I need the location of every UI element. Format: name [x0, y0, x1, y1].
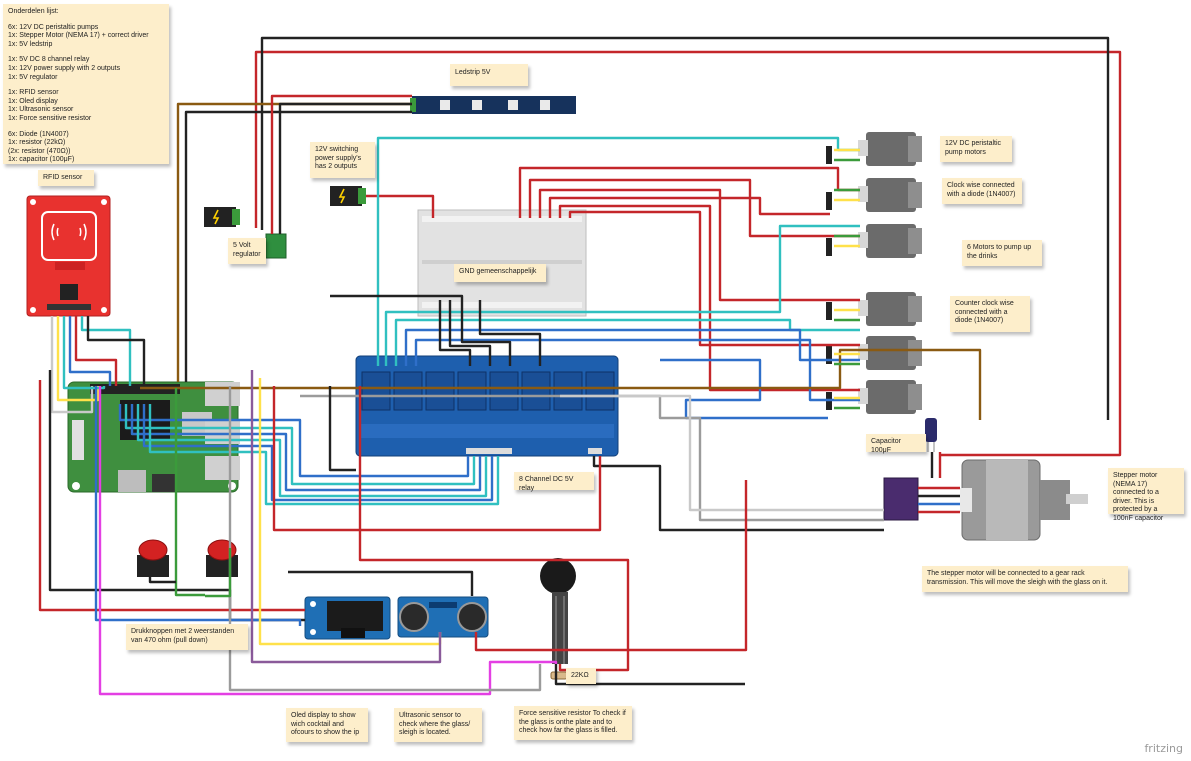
note-pump-motors: 12V DC peristaltic pump motors [940, 136, 1012, 162]
note-gear-rack: The stepper motor will be connected to a… [922, 566, 1128, 592]
stepper-driver [883, 477, 919, 521]
note-gnd: GND gemeenschappelijk [454, 264, 546, 282]
rfid-sensor [26, 195, 111, 317]
diode-4 [826, 302, 832, 320]
parts-item: 1x: 5V regulator [8, 73, 58, 81]
pump-motor-1 [858, 132, 922, 166]
breadboard [417, 209, 587, 317]
stepper-motor [960, 459, 1088, 541]
note-oled: Oled display to show wich cocktail and o… [286, 708, 368, 742]
note-counter-clockwise: Counter clock wise connected with a diod… [950, 296, 1030, 332]
note-relay: 8 Channel DC 5V relay [514, 472, 594, 492]
note-ledstrip: Ledstrip 5V [450, 64, 528, 86]
diode-5 [826, 346, 832, 364]
parts-item: 1x: RFID sensor [8, 89, 59, 97]
parts-item: 1x: resistor (22kΩ) [8, 139, 66, 147]
note-capacitor: Capacitor 100μF [866, 434, 926, 454]
resistor-22k [550, 671, 568, 680]
power-jack-right [330, 186, 366, 206]
parts-item: 6x: Diode (1N4007) [8, 130, 69, 138]
force-sensitive-resistor [540, 558, 576, 664]
push-button-right [206, 539, 238, 577]
parts-list: Onderdelen lijst: 6x: 12V DC peristaltic… [3, 4, 169, 164]
voltage-regulator [265, 233, 287, 259]
capacitor-100uf [925, 418, 937, 452]
parts-item: 1x: Force sensitive resistor [8, 114, 92, 122]
parts-list-title: Onderdelen lijst: [8, 8, 59, 15]
pump-motor-6 [858, 380, 922, 414]
note-six-motors: 6 Motors to pump up the drinks [962, 240, 1042, 266]
push-button-left [137, 539, 169, 577]
parts-item: 1x: 12V power supply with 2 outputs [8, 64, 121, 72]
note-rfid: RFID sensor [38, 170, 94, 186]
parts-item: 1x: Oled display [8, 97, 58, 105]
diode-1 [826, 146, 832, 164]
note-stepper: Stepper motor (NEMA 17) connected to a d… [1108, 468, 1184, 522]
pump-motor-2 [858, 178, 922, 212]
note-ultrasonic: Ultrasonic sensor to check where the gla… [394, 708, 482, 742]
raspberry-pi [67, 381, 240, 493]
led-strip [410, 96, 576, 114]
relay-board-8ch [355, 355, 619, 457]
parts-item: 1x: Stepper Motor (NEMA 17) + correct dr… [8, 32, 149, 40]
note-psu: 12V switching power supply's has 2 outpu… [310, 142, 375, 178]
parts-item: (2x: resistor (470Ω)) [8, 147, 71, 155]
parts-item: 1x: 5V ledstrip [8, 40, 53, 48]
parts-item: 1x: Ultrasonic sensor [8, 106, 74, 114]
pump-motor-5 [858, 336, 922, 370]
note-resistor-22k: 22KΩ [566, 668, 596, 684]
parts-item: 1x: 5V DC 8 channel relay [8, 56, 90, 64]
diode-3 [826, 238, 832, 256]
wires [38, 36, 1122, 696]
power-jack-left [204, 207, 240, 227]
diode-2 [826, 192, 832, 210]
parts-item: 6x: 12V DC peristaltic pumps [8, 23, 99, 31]
note-buttons: Drukknoppen met 2 weerstanden van 470 oh… [126, 624, 248, 650]
pump-motor-4 [858, 292, 922, 326]
note-regulator: 5 Volt regulator [228, 238, 266, 264]
oled-display [304, 596, 391, 640]
note-fsr: Force sensitive resistor To check if the… [514, 706, 632, 740]
parts-item: 1x: capacitor (100μF) [8, 156, 75, 164]
fritzing-logo: fritzing [1144, 742, 1183, 755]
note-clockwise: Clock wise connected with a diode (1N400… [942, 178, 1022, 204]
ultrasonic-sensor [397, 596, 489, 638]
pump-motor-3 [858, 224, 922, 258]
